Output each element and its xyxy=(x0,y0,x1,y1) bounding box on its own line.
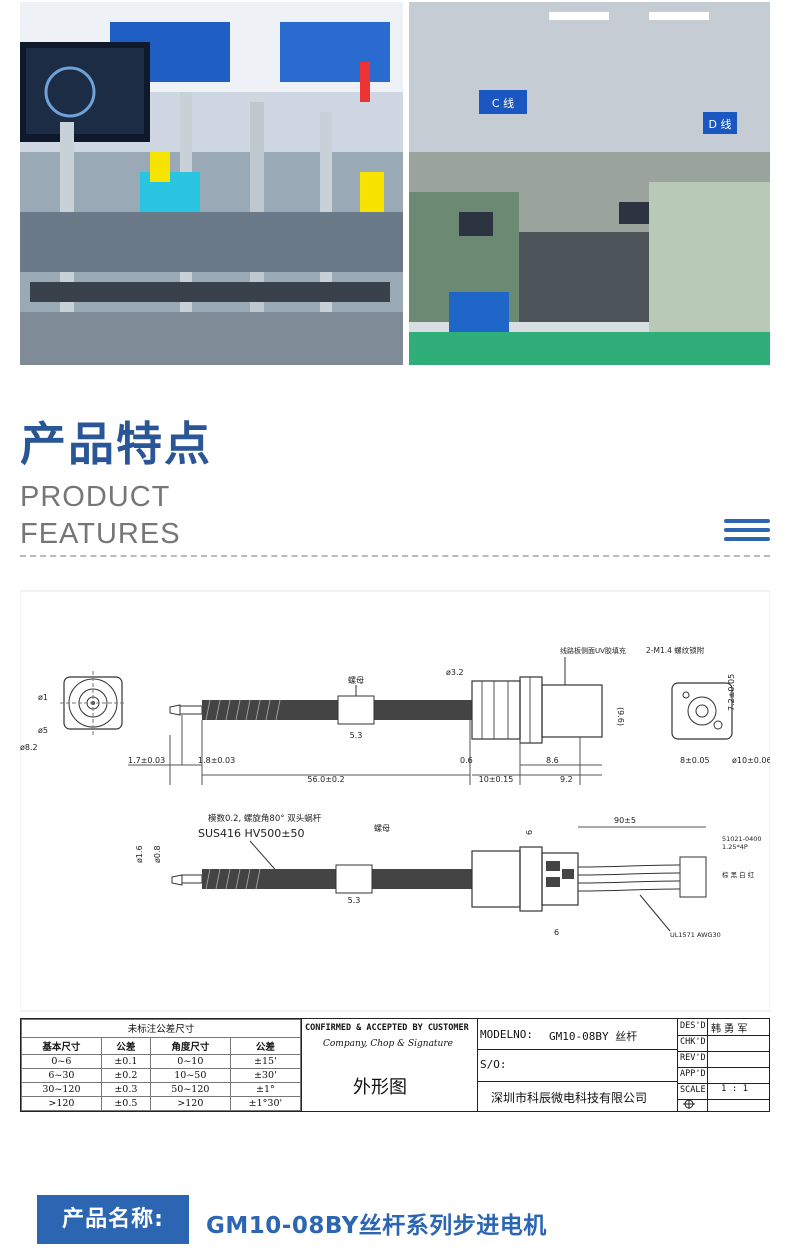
confirm-box: CONFIRMED & ACCEPTED BY CUSTOMER Company… xyxy=(301,1019,478,1111)
table-cell: 50~120 xyxy=(149,1082,231,1097)
bottom-note2: SUS416 HV500±50 xyxy=(198,827,305,840)
product-name-banner: 产品名称: xyxy=(37,1195,189,1244)
bottom-conn2: 1.25*4P xyxy=(722,843,748,851)
table-cell: 30~120 xyxy=(21,1082,102,1097)
rev-label: REV'D xyxy=(680,1053,706,1063)
section-divider xyxy=(20,555,770,557)
confirm-title: CONFIRMED & ACCEPTED BY CUSTOMER xyxy=(305,1023,469,1033)
chk-label: CHK'D xyxy=(680,1037,706,1047)
bottom-nut-label: 螺母 xyxy=(374,823,390,833)
table-cell: 6~30 xyxy=(21,1068,102,1083)
tolerance-header: 角度尺寸 xyxy=(149,1036,231,1055)
front-dim-d3: ø8.2 xyxy=(20,743,38,752)
tolerance-header: 公差 xyxy=(229,1036,302,1055)
top-shaft-dia: ø3.2 xyxy=(446,668,464,677)
des-label: DES'D xyxy=(680,1021,706,1031)
bottom-nut-width: 5.3 xyxy=(348,896,361,905)
front-dim-d1: ø1 xyxy=(38,693,48,702)
model-label: MODELNO: xyxy=(480,1028,533,1041)
top-dim-72: 7.2±0.05 xyxy=(727,674,736,711)
table-row: 30~120 ±0.3 50~120 ±1° xyxy=(21,1082,302,1097)
top-dim-86: 8.6 xyxy=(546,756,559,765)
top-dim-96: (9.6) xyxy=(616,707,625,726)
projection-symbol-icon xyxy=(683,1099,695,1109)
des-value: 韩 勇 军 xyxy=(711,1024,748,1035)
model-box: MODELNO: GM10-08BY 丝杆 S/O: 深圳市科辰微电科技有限公司 xyxy=(477,1019,678,1111)
top-label-uv: 线路板侧面UV胶填充 xyxy=(560,646,626,655)
line-sign-c: C 线 xyxy=(492,96,514,110)
table-cell: 0~10 xyxy=(149,1054,231,1069)
tolerance-title: 未标注公差尺寸 xyxy=(21,1019,301,1038)
table-cell: ±0.5 xyxy=(100,1096,151,1111)
so-label: S/O: xyxy=(480,1058,507,1071)
section-heading: 产品特点 xyxy=(20,417,212,471)
table-row: 6~30 ±0.2 10~50 ±30' xyxy=(21,1068,302,1083)
front-view: ø1 ø5 ø8.2 xyxy=(20,671,126,752)
table-cell: ±30' xyxy=(229,1068,302,1083)
top-nut-width: 5.3 xyxy=(350,731,363,740)
table-cell: ±1° xyxy=(229,1082,302,1097)
menu-icon xyxy=(724,519,770,541)
product-name: GM10-08BY丝杆系列步进电机 xyxy=(206,1213,547,1239)
line-sign-d: D 线 xyxy=(709,117,732,131)
bottom-conn1: 51021-0400 xyxy=(722,835,762,843)
table-cell: ±0.3 xyxy=(100,1082,151,1097)
bottom-note1: 模数0.2, 螺旋角80° 双头蜗杆 xyxy=(208,813,322,824)
model-value: GM10-08BY 丝杆 xyxy=(549,1030,638,1043)
tolerance-table: 未标注公差尺寸 基本尺寸 公差 角度尺寸 公差 0~6 ±0.1 0~10 ±1… xyxy=(21,1019,302,1111)
table-row: 0~6 ±0.1 0~10 ±15' xyxy=(21,1054,302,1069)
front-dim-d2: ø5 xyxy=(38,726,48,735)
table-cell: 10~50 xyxy=(149,1068,231,1083)
bottom-dim-phi16: ø1.6 xyxy=(135,845,144,863)
table-cell: ±0.2 xyxy=(100,1068,151,1083)
top-dim-17: 1.7±0.03 xyxy=(128,756,165,765)
bottom-view: 模数0.2, 螺旋角80° 双头蜗杆 SUS416 HV500±50 螺母 5.… xyxy=(135,813,762,939)
top-view: 螺母 5.3 ø3.2 线路板侧面UV胶填充 (9.6) 1.7±0.03 1.… xyxy=(128,645,770,785)
table-row: >120 ±0.5 >120 ±1°30' xyxy=(21,1096,302,1111)
scale-label: SCALE xyxy=(680,1085,706,1095)
sign-box: DES'D 韩 勇 军 CHK'D REV'D APP'D SCALE 1 : 1 xyxy=(677,1019,769,1111)
bottom-colors: 棕 黑 白 红 xyxy=(722,870,755,879)
top-dim-18: 1.8±0.03 xyxy=(198,756,235,765)
factory-photo-left xyxy=(20,2,403,365)
bottom-dim-6b: 6 xyxy=(554,928,559,937)
top-dim-phi10: ø10±0.06 xyxy=(732,756,770,765)
bottom-dim-90: 90±5 xyxy=(614,816,636,825)
table-cell: >120 xyxy=(149,1096,231,1111)
top-dim-8: 8±0.05 xyxy=(680,756,710,765)
table-cell: ±1°30' xyxy=(229,1096,302,1111)
table-cell: ±0.1 xyxy=(100,1054,151,1069)
technical-drawing: ø1 ø5 ø8.2 螺母 5.3 ø3.2 线路板侧面 xyxy=(20,585,770,1105)
scale-value: 1 : 1 xyxy=(721,1084,749,1094)
bottom-wire: UL1571 AWG30 xyxy=(670,931,721,939)
top-dim-06: 0.6 xyxy=(460,756,473,765)
top-dim-92: 9.2 xyxy=(560,775,573,784)
table-cell: 0~6 xyxy=(21,1054,102,1069)
confirm-subtitle: Company, Chop & Signature xyxy=(323,1039,453,1049)
top-label-screw: 2-M1.4 螺纹锁附 xyxy=(646,645,705,655)
top-nut-label: 螺母 xyxy=(348,675,364,685)
app-label: APP'D xyxy=(680,1069,706,1079)
tolerance-header: 基本尺寸 xyxy=(21,1036,102,1055)
top-dim-56: 56.0±0.2 xyxy=(307,775,344,784)
table-cell: ±15' xyxy=(229,1054,302,1069)
section-subheading-line1: PRODUCT xyxy=(20,481,171,513)
table-cell: >120 xyxy=(21,1096,102,1111)
company-name: 深圳市科辰微电科技有限公司 xyxy=(491,1091,648,1105)
tolerance-header: 公差 xyxy=(100,1036,151,1055)
section-subheading-line2: FEATURES xyxy=(20,518,181,550)
top-dim-10: 10±0.15 xyxy=(479,775,514,784)
title-block: 未标注公差尺寸 基本尺寸 公差 角度尺寸 公差 0~6 ±0.1 0~10 ±1… xyxy=(20,1018,770,1112)
bottom-dim-6: 6 xyxy=(525,830,534,835)
bottom-dim-phi08: ø0.8 xyxy=(153,845,162,863)
factory-photo-right: C 线 D 线 xyxy=(409,2,770,365)
view-name: 外形图 xyxy=(353,1077,407,1098)
